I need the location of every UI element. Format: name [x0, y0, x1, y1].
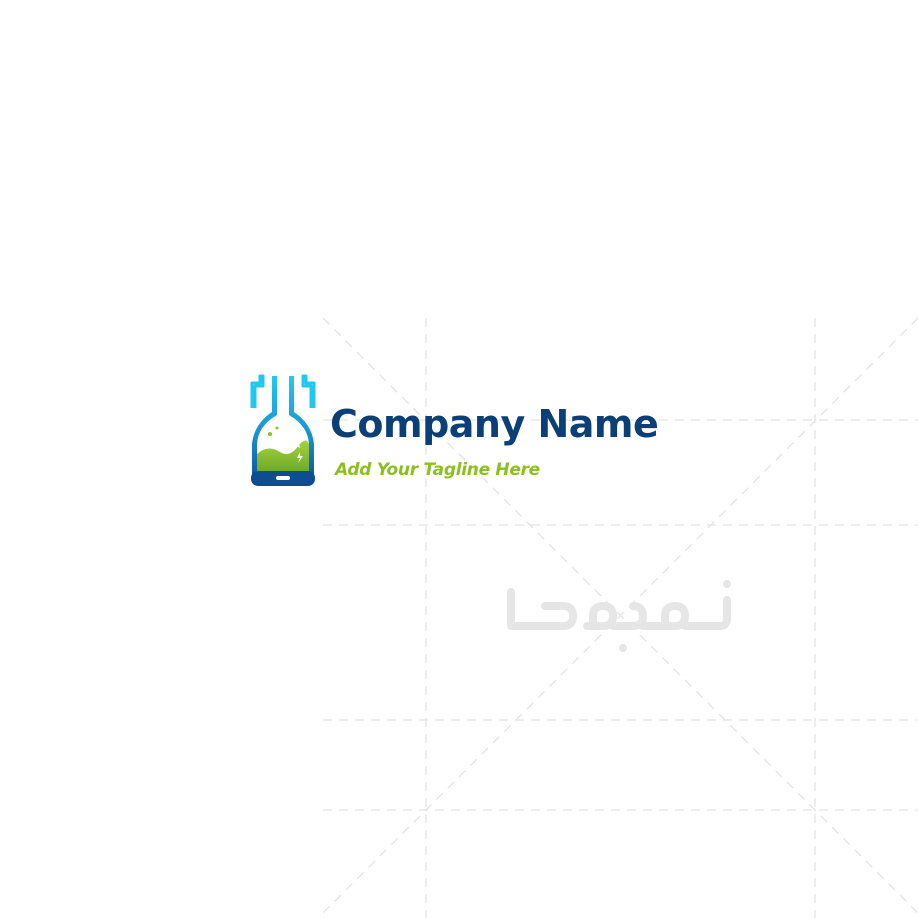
- flask-phone-icon: [250, 374, 316, 486]
- company-name: Company Name: [330, 402, 659, 446]
- tagline: Add Your Tagline Here: [335, 460, 540, 480]
- watermark-logo: [507, 580, 731, 652]
